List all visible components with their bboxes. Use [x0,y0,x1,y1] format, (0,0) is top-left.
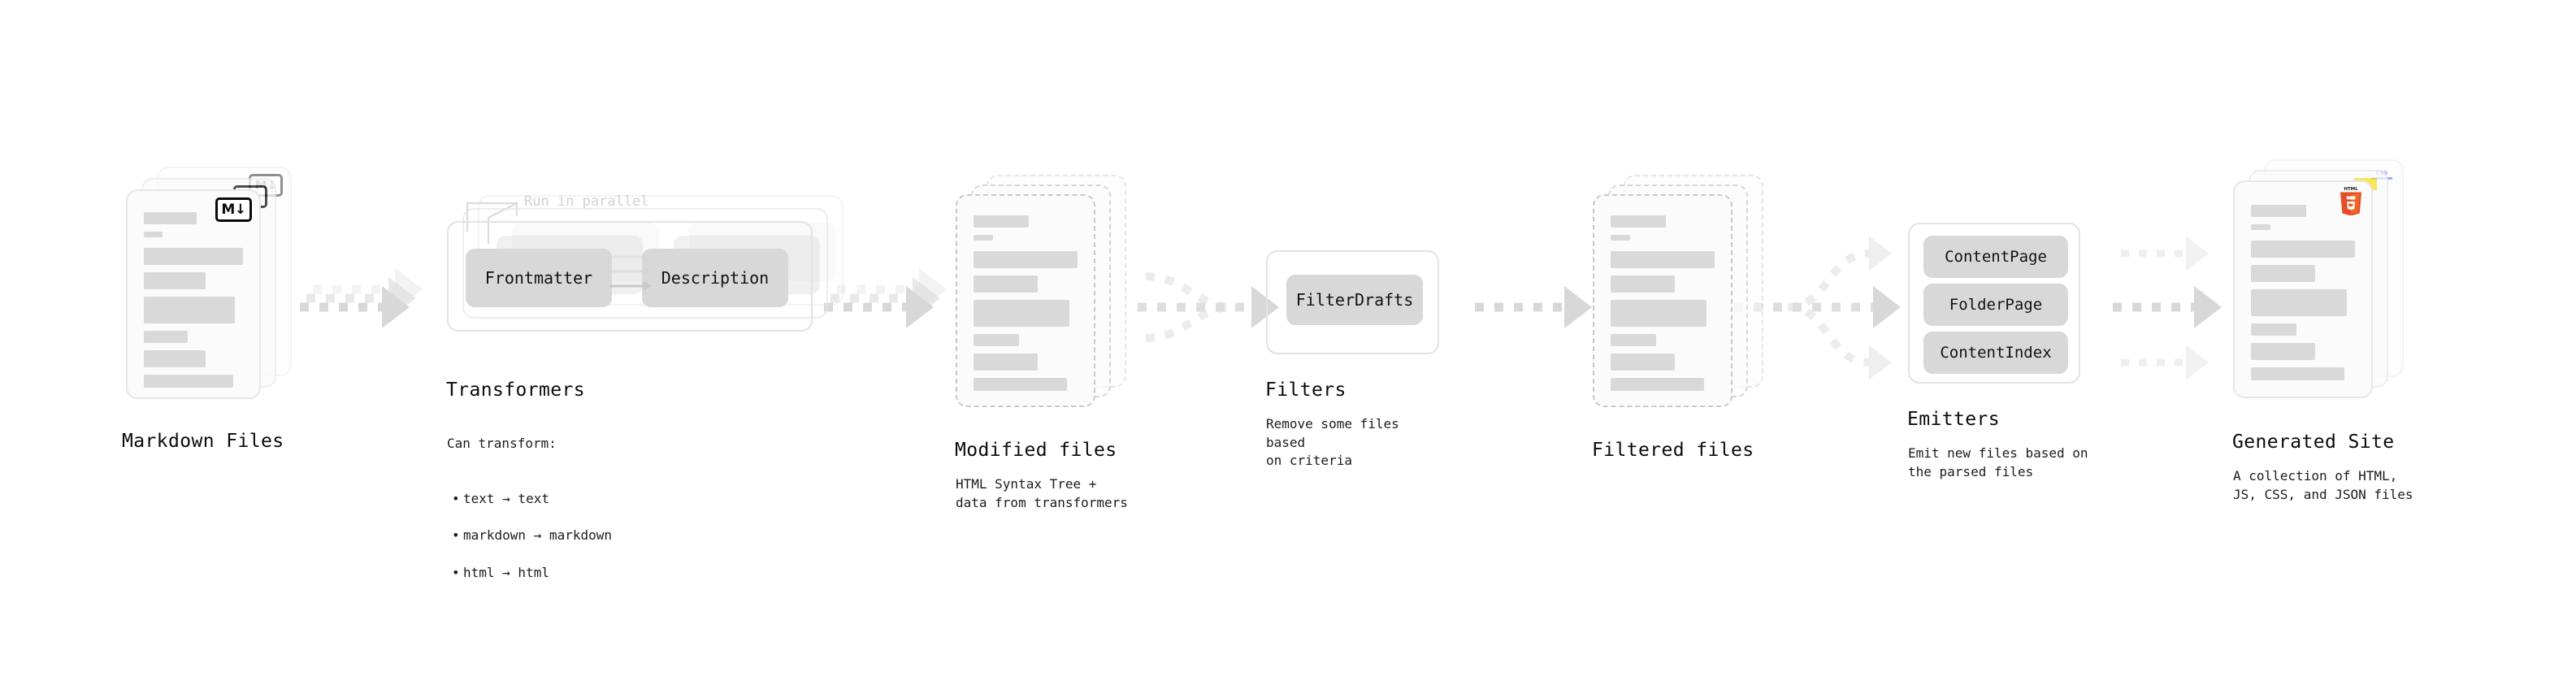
arrow-emitters-to-site [2113,236,2222,380]
page-title-markdown-files: Markdown Files [122,431,284,452]
stage-filters: FilterDrafts Filters Remove some files b… [1265,250,1445,468]
page-title-filters: Filters [1265,380,1347,401]
svg-text:HTML: HTML [2344,187,2358,192]
doc-card-front [1593,194,1733,407]
page-title-modified-files: Modified files [955,440,1117,461]
transformers-bullet-1: markdown → markdown [447,527,612,545]
emitter-contentindex[interactable]: ContentIndex [1923,332,2068,374]
emitters-description: Emit new files based on the parsed files [1908,445,2088,479]
stage-filtered-files: Filtered files [1592,175,1780,461]
transformers-bullet-2: html → html [447,564,612,583]
transformers-group-stack: Frontmatter Description [447,195,853,332]
modified-doc-stack [956,175,1143,419]
arrow-filters-to-filtered [1475,286,1592,328]
doc-placeholder-lines [144,212,243,395]
emitter-folderpage[interactable]: FolderPage [1923,284,2068,326]
filters-group-stack: FilterDrafts [1266,250,1445,364]
modified-files-description: HTML Syntax Tree + data from transformer… [956,476,1128,510]
stage-generated-site: CSS HTML [2232,159,2436,502]
stage-emitters: ContentPage FolderPage ContentIndex Emit… [1907,223,2095,479]
stage-modified-files: Modified files HTML Syntax Tree + data f… [955,175,1143,510]
emitters-box: ContentPage FolderPage ContentIndex [1908,223,2080,384]
doc-placeholder-lines [974,215,1078,398]
stage-markdown-files: M↓ M↓ M↓ Markdown Files [122,167,313,452]
page-title-filtered-files: Filtered files [1592,440,1754,461]
run-in-parallel-annotation: Run in parallel [524,193,649,210]
transformers-subtitle-line: Can transform: [447,435,557,451]
transformers-box: Frontmatter Description [447,221,813,332]
markdown-icon: M↓ [215,197,252,222]
markdown-doc-stack: M↓ M↓ M↓ [126,167,313,410]
emitters-group-stack: ContentPage FolderPage ContentIndex [1908,223,2095,393]
doc-card-front: HTML [2233,180,2373,398]
arrow-modified-to-filters [1138,272,1279,342]
generated-site-description: A collection of HTML, JS, CSS, and JSON … [2233,468,2413,502]
emitter-contentpage[interactable]: ContentPage [1923,236,2068,278]
doc-card-front: M↓ [126,189,261,399]
doc-placeholder-lines [1611,215,1715,398]
page-title-transformers: Transformers [446,380,585,401]
arrow-markdown-to-transformers [300,268,423,328]
page-title-emitters: Emitters [1907,409,2000,430]
generated-doc-stack: CSS HTML [2233,159,2436,411]
doc-card-front [956,194,1095,407]
stage-transformers: Frontmatter Description [446,193,853,580]
page-title-generated-site: Generated Site [2232,432,2395,453]
filtered-doc-stack [1593,175,1780,419]
transformer-inner-arrows [609,252,652,291]
transformer-description[interactable]: Description [642,249,788,307]
filters-description: Remove some files based on criteria [1266,416,1399,469]
transformers-bullet-list: text → text markdown → markdown html → h… [447,471,612,601]
html5-icon: HTML [2338,186,2364,215]
doc-placeholder-lines [2251,205,2355,388]
transformer-frontmatter[interactable]: Frontmatter [466,249,612,307]
filter-filterdrafts[interactable]: FilterDrafts [1286,275,1423,325]
transformers-bullet-0: text → text [447,490,612,509]
filters-box: FilterDrafts [1266,250,1439,354]
transformers-description: Can transform: text → text markdown → ma… [447,416,612,619]
